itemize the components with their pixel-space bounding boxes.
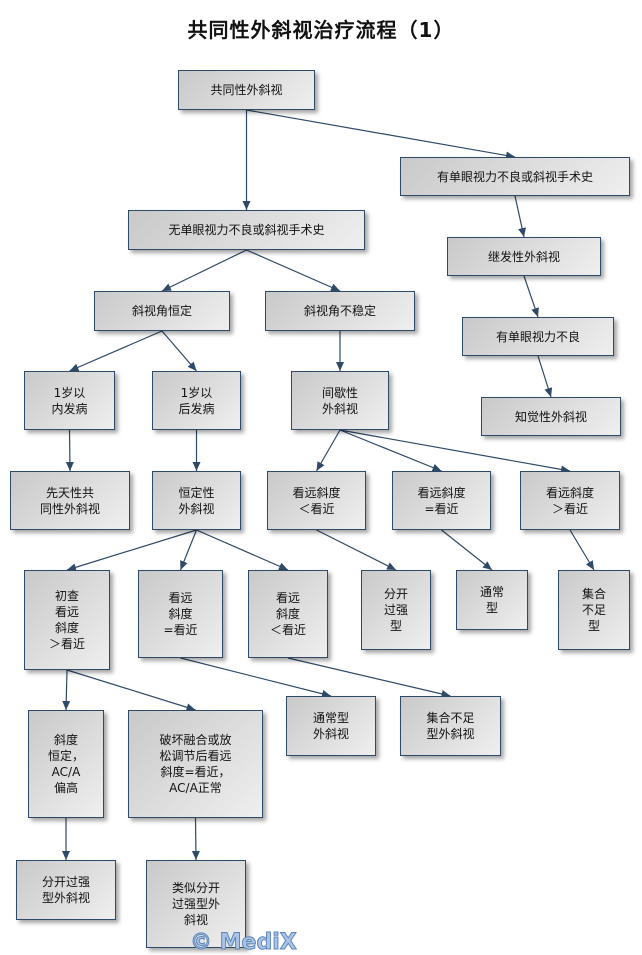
flow-arrow [339, 429, 442, 472]
flow-node: 知觉性外斜视 [481, 397, 621, 436]
flow-arrow [179, 529, 198, 571]
flow-node: 看远斜度 ＜看近 [267, 471, 366, 530]
flow-node: 间歇性 外斜视 [291, 371, 389, 430]
flow-node: 有单眼视力不良 [462, 317, 614, 356]
flow-arrow [246, 109, 516, 160]
flow-node: 有单眼视力不良或斜视手术史 [400, 157, 630, 196]
flow-node: 分开 过强 型 [361, 570, 431, 650]
flow-arrow [537, 355, 553, 398]
flow-node: 通常型 外斜视 [286, 696, 376, 756]
flow-node: 初查 看远 斜度 ＞看近 [24, 570, 110, 670]
flow-node: 集合不足 型外斜视 [400, 696, 501, 756]
flow-node: 破坏融合或放 松调节后看远 斜度=看近， AC/A正常 [128, 710, 263, 818]
flow-node: 共同性外斜视 [178, 70, 315, 110]
flow-arrow [62, 669, 71, 711]
flow-node: 斜视角恒定 [94, 291, 230, 331]
flow-arrow [161, 249, 247, 292]
flow-arrow [196, 529, 289, 571]
flow-arrow [69, 330, 163, 372]
flow-node: 分开过强 型外斜视 [16, 860, 116, 920]
page-title: 共同性外斜视治疗流程（1） [187, 18, 455, 42]
flow-arrow [65, 429, 74, 472]
flow-node: 看远 斜度 ＜看近 [248, 570, 328, 658]
flow-node: 无单眼视力不良或斜视手术史 [128, 210, 365, 250]
flow-arrow [287, 657, 451, 698]
flow-node: 1岁以 后发病 [152, 371, 241, 430]
flow-node: 看远斜度 ＞看近 [520, 471, 620, 530]
flow-arrow [523, 275, 539, 318]
watermark: © MediX [190, 930, 298, 955]
flow-arrow [161, 330, 197, 372]
flow-node: 恒定性 外斜视 [152, 471, 241, 530]
flow-node: 斜视角不稳定 [265, 291, 415, 331]
flow-arrow [569, 529, 595, 571]
flow-node: 看远斜度 =看近 [392, 471, 491, 530]
flow-node: 类似分开 过强型外 斜视 [146, 860, 246, 948]
flow-arrow [316, 529, 397, 571]
flow-node: 先天性共 同性外斜视 [10, 471, 130, 530]
flow-arrow [339, 429, 571, 474]
flow-arrow [315, 429, 341, 472]
flow-arrow [191, 817, 200, 861]
flow-node: 斜度 恒定， AC/A 偏高 [28, 710, 104, 818]
flow-node: 通常 型 [456, 570, 528, 630]
flow-arrow [66, 669, 196, 712]
flow-node: 看远 斜度 =看近 [138, 570, 223, 658]
flow-node: 继发性外斜视 [447, 237, 601, 276]
flow-node: 1岁以 内发病 [24, 371, 115, 430]
flow-arrow [441, 529, 493, 571]
flow-arrow [246, 249, 341, 292]
flow-arrow [180, 657, 332, 698]
flow-arrow [66, 529, 197, 572]
flow-arrow [514, 195, 526, 238]
flow-node: 集合 不足 型 [558, 570, 630, 650]
